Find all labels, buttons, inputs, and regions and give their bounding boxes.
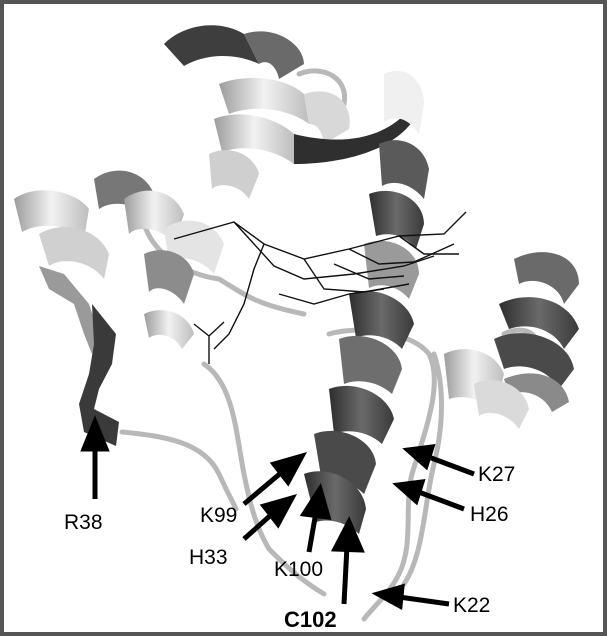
strand-r38 bbox=[39, 266, 119, 446]
label-r38: R38 bbox=[64, 512, 103, 533]
ribbon-diagram bbox=[4, 4, 603, 632]
label-h33: H33 bbox=[189, 547, 228, 568]
helix-top bbox=[164, 25, 417, 164]
label-k22: K22 bbox=[453, 595, 490, 616]
helix-right bbox=[444, 252, 579, 429]
label-k100: K100 bbox=[274, 559, 323, 580]
label-c102: C102 bbox=[284, 609, 337, 631]
label-h26: H26 bbox=[470, 504, 509, 525]
label-k99: K99 bbox=[200, 505, 237, 526]
protein-structure-figure: R38 K99 H33 K100 C102 K27 H26 K22 bbox=[4, 4, 603, 632]
helix-left bbox=[14, 150, 259, 349]
label-k27: K27 bbox=[478, 464, 515, 485]
